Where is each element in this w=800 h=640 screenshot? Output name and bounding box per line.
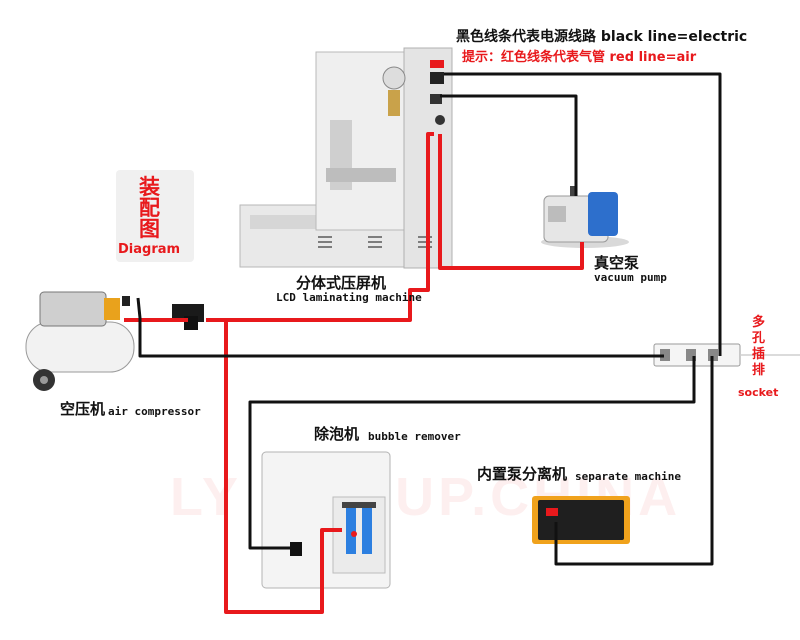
stamp-char-1: 装 xyxy=(139,175,160,199)
vacuum-pump-label-en: vacuum pump xyxy=(594,271,667,284)
bubble-remover-device xyxy=(261,451,391,589)
laminator-label-cn: 分体式压屏机 xyxy=(296,274,387,292)
air-compressor-device xyxy=(25,291,135,391)
stamp-char-2: 配 xyxy=(139,196,160,220)
legend-electric: 黑色线条代表电源线路 black line=electric xyxy=(456,29,748,45)
vacuum-pump-label-cn: 真空泵 xyxy=(594,254,640,272)
separator-label-cn: 内置泵分离机 xyxy=(477,465,568,483)
separator-label-en: separate machine xyxy=(575,470,681,483)
separator-device xyxy=(532,496,630,544)
air-lines xyxy=(124,132,584,614)
socket-label-en: socket xyxy=(738,386,779,399)
laminator-machine xyxy=(239,47,453,269)
electric-line-separator xyxy=(554,356,714,566)
electric-line-vacuum xyxy=(440,94,578,196)
power-strip xyxy=(653,343,800,367)
electric-line-compressor xyxy=(136,297,664,358)
air-valve xyxy=(172,304,204,330)
air-line-vacuum xyxy=(438,134,584,270)
vacuum-pump-device xyxy=(541,186,629,248)
socket-char-1: 多 xyxy=(752,315,766,330)
stamp-char-3: 图 xyxy=(139,217,160,241)
laminator-label-en: LCD laminating machine xyxy=(276,291,422,304)
compressor-label-en: air compressor xyxy=(108,405,201,418)
bubble-remover-label-cn: 除泡机 xyxy=(314,425,360,443)
compressor-label-cn: 空压机 xyxy=(60,400,106,418)
socket-char-3: 插 xyxy=(752,347,766,362)
electric-lines xyxy=(136,72,722,566)
electric-line-bubble-remover xyxy=(248,356,696,550)
legend-air: 提示：红色线条代表气管 red line=air xyxy=(462,50,697,65)
electric-line-laminator xyxy=(444,72,722,356)
socket-char-2: 孔 xyxy=(752,331,766,346)
air-line-laminator-main xyxy=(206,132,434,322)
socket-char-4: 排 xyxy=(752,363,766,378)
diagram-stamp: 装 配 图 Diagram xyxy=(116,170,194,262)
stamp-label: Diagram xyxy=(118,242,181,257)
bubble-remover-label-en: bubble remover xyxy=(368,430,461,443)
air-line-bubble-remover xyxy=(224,322,342,614)
